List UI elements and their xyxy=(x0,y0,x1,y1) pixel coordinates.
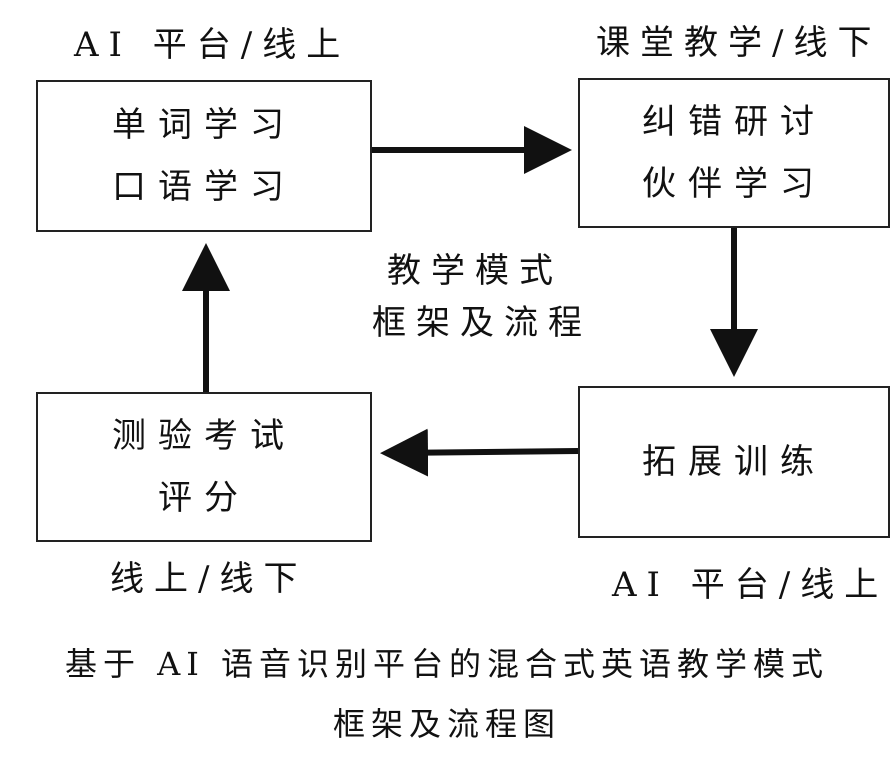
box-extension-training: 拓展训练 xyxy=(578,386,890,538)
box-line: 纠错研讨 xyxy=(642,102,826,142)
box-line: 伙伴学习 xyxy=(642,164,826,204)
box-correction-peer: 纠错研讨 伙伴学习 xyxy=(578,78,890,228)
label-bottom-right: AI 平台/线上 xyxy=(612,565,889,605)
arrow-left-bottom xyxy=(380,428,579,477)
label-top-right: 课堂教学/线下 xyxy=(596,23,882,63)
center-line: 教学模式 xyxy=(387,251,563,291)
box-line: 拓展训练 xyxy=(642,442,826,482)
center-text: 教学模式 框架及流程 xyxy=(372,236,592,358)
label-bottom-left: 线上/线下 xyxy=(110,559,308,599)
box-test-scoring: 测验考试 评分 xyxy=(36,392,372,542)
box-line: 单词学习 xyxy=(112,105,296,145)
figure-caption: 基于 AI 语音识别平台的混合式英语教学模式 xyxy=(0,648,894,680)
box-line: 评分 xyxy=(158,478,250,518)
caption-line: 框架及流程图 xyxy=(332,705,561,743)
caption-line: 基于 AI 语音识别平台的混合式英语教学模式 xyxy=(64,645,830,683)
box-line: 测验考试 xyxy=(112,416,296,456)
box-line: 口语学习 xyxy=(112,167,296,207)
center-line: 框架及流程 xyxy=(372,303,592,343)
label-top-left: AI 平台/线上 xyxy=(74,25,351,65)
figure-caption-2: 框架及流程图 xyxy=(0,708,894,740)
box-vocabulary-speaking: 单词学习 口语学习 xyxy=(36,80,372,232)
